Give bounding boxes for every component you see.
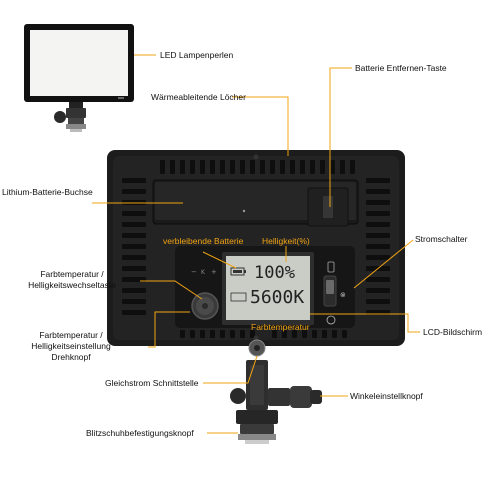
label-hotshoe-knob: Blitzschuhbefestigungsknopf [86,428,194,438]
vent-slot [122,222,146,227]
vent-slot [310,160,315,174]
vent-slot [210,160,215,174]
vent-slot [366,244,390,249]
vent-slot [230,160,235,174]
label-brightness: Helligkeit(%) [262,236,310,246]
vent-slot [122,310,146,315]
vent-slot [122,189,146,194]
vent-slot [330,160,335,174]
label-color-temperature: Farbtemperatur [251,322,310,332]
svg-text:K: K [201,269,206,276]
vent-slot [180,330,185,338]
heat-vents [122,160,390,338]
vent-slot [250,160,255,174]
vent-slot [366,178,390,183]
vent-slot [366,222,390,227]
label-led-lamp: LED Lampenperlen [160,50,234,60]
vent-slot [122,255,146,260]
vent-slot [366,233,390,238]
vent-slot [260,160,265,174]
vent-slot [200,330,205,338]
vent-slot [220,330,225,338]
svg-text:−: − [191,268,197,276]
vent-slot [190,160,195,174]
vent-slot [240,160,245,174]
vent-slot [122,266,146,271]
label-dial: Farbtemperatur / Helligkeitseinstellung … [0,330,142,363]
vent-slot [312,330,317,338]
hotshoe-mount [230,360,322,444]
vent-slot [250,330,255,338]
vent-slot [350,160,355,174]
label-color-temp-button-line2: Helligkeitswechseltaste [28,280,116,290]
vent-slot [170,160,175,174]
vent-slot [272,330,277,338]
vent-slot [122,211,146,216]
vent-slot [122,233,146,238]
vent-slot [366,277,390,282]
led-panel-front-view [24,24,134,132]
label-color-temp-button-line1: Farbtemperatur / [40,269,104,279]
label-dial-line1: Farbtemperatur / [39,330,103,340]
vent-slot [292,330,297,338]
label-dial-line2: Helligkeitseinstellung [31,341,111,351]
vent-slot [220,160,225,174]
vent-slot [210,330,215,338]
led-panel-back: − K + ⊗ [107,150,405,357]
label-power-switch: Stromschalter [415,234,468,244]
vent-slot [366,200,390,205]
leader-lines [92,54,420,434]
vent-slot [122,299,146,304]
vent-slot [302,330,307,338]
vent-slot [366,288,390,293]
label-heat-holes: Wärmeableitende Löcher [151,92,246,102]
svg-text:⊗: ⊗ [340,291,346,299]
label-color-temp-button: Farbtemperatur / Helligkeitswechseltaste [7,269,137,291]
vent-slot [332,330,337,338]
vent-slot [230,330,235,338]
vent-slot [342,330,347,338]
lcd-color-temp-value: 5600K [250,287,305,308]
label-lcd-screen: LCD-Bildschirm [423,327,483,337]
vent-slot [322,330,327,338]
vent-slot [366,299,390,304]
lcd-brightness-value: 100% [254,263,295,283]
vent-slot [122,244,146,249]
vent-slot [320,160,325,174]
vent-slot [290,160,295,174]
vent-slot [366,211,390,216]
vent-slot [282,330,287,338]
vent-slot [366,255,390,260]
vent-slot [160,160,165,174]
vent-slot [190,330,195,338]
label-angle-knob: Winkeleinstellknopf [350,391,423,401]
svg-text:+: + [211,268,217,276]
vent-slot [200,160,205,174]
label-dc-port: Gleichstrom Schnittstelle [105,378,199,388]
label-dial-line3: Drehknopf [51,352,91,362]
vent-slot [240,330,245,338]
vent-slot [366,189,390,194]
label-battery-socket: Lithium-Batterie-Buchse [2,187,93,197]
vent-slot [340,160,345,174]
vent-slot [180,160,185,174]
vent-slot [122,178,146,183]
vent-slot [122,288,146,293]
label-remaining-battery: verbleibende Batterie [163,236,244,246]
vent-slot [300,160,305,174]
vent-slot [280,160,285,174]
label-battery-remove: Batterie Entfernen-Taste [355,63,447,73]
vent-slot [270,160,275,174]
